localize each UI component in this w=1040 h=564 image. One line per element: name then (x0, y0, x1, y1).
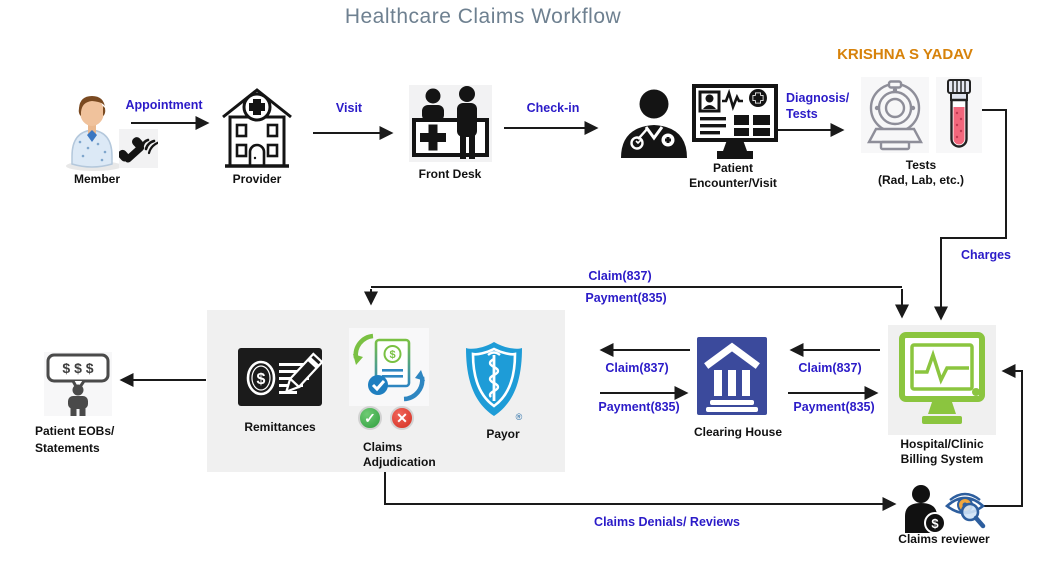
claims-adjudication-label: Claims Adjudication (363, 440, 436, 470)
provider-label: Provider (232, 172, 282, 186)
remittances-label: Remittances (244, 420, 316, 434)
payor-shield-icon: ® (466, 342, 523, 422)
payment-main-label: Payment(835) (585, 291, 667, 305)
phone-call-icon (119, 129, 158, 168)
provider-hospital-icon (222, 88, 292, 168)
member-label: Member (73, 172, 121, 186)
review-eye-magnifier-icon (944, 492, 986, 529)
author-watermark: KRISHNA S YADAV (837, 46, 973, 63)
billing-system-line1: Hospital/Clinic (900, 437, 984, 451)
registered-mark: ® (516, 412, 523, 422)
adjudication-dollar-text: $ (389, 349, 395, 361)
diagnosis-line2: Tests (786, 107, 818, 121)
eob-bubble-text: $ $ $ (62, 360, 93, 376)
cross-glyph: ✕ (396, 409, 408, 426)
clearing-house-label: Clearing House (693, 425, 783, 439)
front-desk-label: Front Desk (418, 167, 482, 181)
remittance-dollar-text: $ (257, 371, 266, 388)
appointment-label: Appointment (125, 98, 203, 112)
billing-system-monitor-icon (899, 332, 985, 424)
visit-label: Visit (335, 101, 363, 115)
claims-adjudication-line2: Adjudication (363, 455, 436, 469)
payment-payor-ch-label: Payment(835) (598, 400, 680, 414)
claim-payor-ch-label: Claim(837) (605, 361, 669, 375)
claims-reviewer-person-icon: $ (905, 485, 946, 534)
claim-main-label: Claim(837) (588, 269, 652, 283)
connector-claims-denials (384, 472, 897, 511)
clearing-house-icon (697, 337, 767, 415)
claims-denials-label: Claims Denials/ Reviews (594, 515, 740, 529)
patient-encounter-line2: Encounter/Visit (689, 176, 777, 190)
reviewer-dollar-text: $ (931, 516, 939, 531)
diagnosis-line1: Diagnosis/ (786, 91, 850, 105)
member-icon (66, 96, 122, 171)
tests-line2: (Rad, Lab, etc.) (877, 173, 965, 187)
patient-eobs-line1: Patient EOBs/ (35, 424, 115, 438)
patient-eobs-line2: Statements (35, 441, 100, 455)
page-title: Healthcare Claims Workflow (344, 5, 622, 28)
claims-adjudication-icon: $ (349, 328, 429, 406)
check-in-label: Check-in (526, 101, 580, 115)
patient-record-monitor-icon (692, 84, 778, 159)
patient-eobs-icon: $ $ $ (44, 352, 112, 416)
claims-adjudication-line1: Claims (363, 440, 403, 454)
diagnosis-tests-label: Diagnosis/ Tests (786, 90, 849, 122)
tests-label: Tests (Rad, Lab, etc.) (878, 158, 964, 188)
remittances-check-icon: $ (238, 348, 323, 406)
claims-reviewer-label: Claims reviewer (898, 532, 990, 546)
check-glyph: ✓ (364, 409, 376, 426)
claim-ch-billing-label: Claim(837) (798, 361, 862, 375)
billing-system-line2: Billing System (900, 452, 984, 466)
patient-encounter-line1: Patient (712, 161, 754, 175)
mri-scanner-icon (861, 77, 929, 153)
charges-label: Charges (960, 248, 1012, 262)
test-tube-icon (936, 77, 982, 153)
payment-ch-billing-label: Payment(835) (793, 400, 875, 414)
doctor-icon (621, 89, 687, 158)
billing-system-label: Hospital/Clinic Billing System (900, 437, 983, 467)
approved-check-icon: ✓ (358, 406, 382, 430)
patient-eobs-label: Patient EOBs/ Statements (35, 423, 114, 457)
denied-cross-icon: ✕ (390, 406, 414, 430)
front-desk-icon (409, 85, 492, 162)
payor-label: Payor (486, 427, 520, 441)
patient-encounter-label: Patient Encounter/Visit (689, 161, 777, 191)
tests-line1: Tests (905, 158, 937, 172)
